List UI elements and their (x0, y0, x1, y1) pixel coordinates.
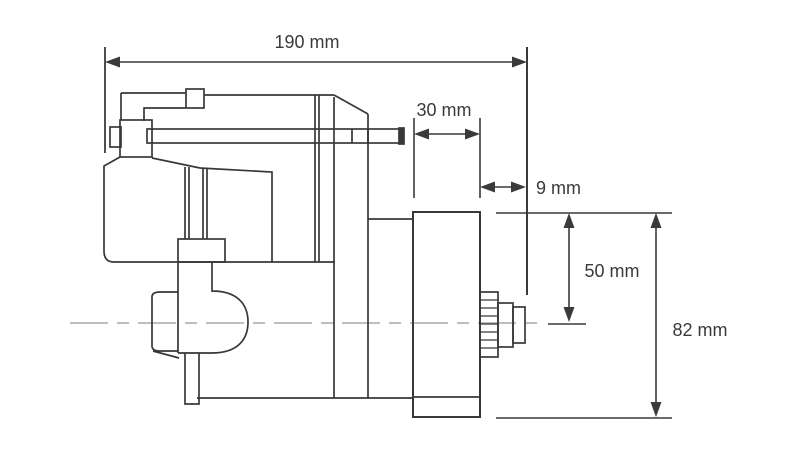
arrow-50-down-icon (563, 307, 575, 322)
solenoid-block (177, 238, 226, 263)
front-foot (151, 291, 180, 359)
block-ledge-line (143, 107, 186, 121)
arrow-30-left-icon (414, 128, 429, 140)
dim-label-9mm: 9 mm (536, 178, 581, 198)
motor-outline (103, 88, 526, 418)
arrow-50-up-icon (563, 213, 575, 228)
dim-label-50mm: 50 mm (584, 261, 639, 281)
link-rod-2 (202, 169, 208, 239)
bolt-head (398, 127, 405, 145)
pinion-teeth-lines (480, 299, 498, 349)
arrow-82-down-icon (650, 402, 662, 417)
arrowheads (105, 56, 662, 417)
lower-post (184, 353, 200, 405)
dim-height-group (496, 212, 672, 419)
clamp-block (119, 119, 153, 158)
dim-label-30mm: 30 mm (416, 100, 471, 120)
dim-label-82mm: 82 mm (672, 320, 727, 340)
arrow-9-right-icon (511, 181, 526, 193)
arrow-190-right-icon (512, 56, 527, 68)
clamp-tab (109, 126, 122, 148)
arrow-30-right-icon (465, 128, 480, 140)
shaft-collar (497, 302, 514, 348)
dim-label-190mm: 190 mm (274, 32, 339, 52)
shaft-end (512, 306, 526, 344)
arrow-82-up-icon (650, 213, 662, 228)
drive-lobe (177, 262, 249, 354)
arrow-9-left-icon (480, 181, 495, 193)
dim-overall-length (104, 47, 528, 295)
arrow-190-left-icon (105, 56, 120, 68)
raised-block (185, 88, 205, 109)
bolt-bar-dividers (351, 129, 369, 143)
gear-housing (412, 211, 481, 418)
through-bolt-bar (146, 128, 403, 144)
dim-top-section (413, 118, 481, 198)
bracket-inner-slant (151, 157, 273, 262)
top-chamfer-line (333, 94, 369, 115)
dimension-annotations: 190 mm 30 mm 9 mm 50 mm 82 mm (104, 32, 728, 419)
link-rod-1 (184, 167, 190, 239)
bracket-left-profile (103, 156, 335, 263)
dimension-labels: 190 mm 30 mm 9 mm 50 mm 82 mm (274, 32, 727, 340)
